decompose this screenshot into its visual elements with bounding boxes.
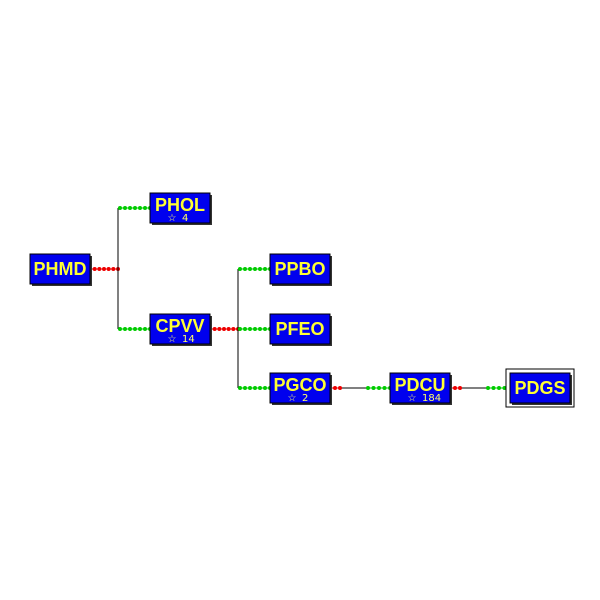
expand-handle-pdcu[interactable] — [366, 386, 392, 390]
node-pgco[interactable]: PGCO☆2 — [269, 372, 332, 405]
node-box — [389, 372, 451, 404]
node-count-value: 184 — [422, 393, 441, 404]
node-pdcu[interactable]: PDCU☆ 184 — [389, 372, 452, 405]
expand-handle-pfeo[interactable] — [238, 327, 272, 331]
star-icon: ☆ — [168, 334, 177, 345]
collapse-handle-cpvv[interactable] — [208, 327, 240, 331]
node-box — [269, 372, 331, 404]
node-phmd[interactable]: PHMD — [29, 253, 92, 286]
node-box — [269, 313, 331, 345]
node-label: PFEO — [275, 319, 324, 339]
node-label: PDGS — [514, 378, 565, 398]
node-label: PHOL — [155, 195, 205, 215]
node-cpvv[interactable]: CPVV☆ 14 — [149, 313, 212, 346]
expand-handle-cpvv[interactable] — [118, 327, 152, 331]
node-ppbo[interactable]: PPBO — [269, 253, 332, 286]
node-count: ☆2 — [288, 393, 309, 404]
expand-handle-ppbo[interactable] — [238, 267, 272, 271]
node-label: PHMD — [34, 259, 87, 279]
node-box — [269, 253, 331, 285]
node-count-value: 4 — [182, 213, 188, 224]
node-count-value: 14 — [182, 334, 195, 345]
node-count: ☆ 184 — [408, 393, 442, 404]
node-count: ☆ 14 — [168, 334, 195, 345]
star-icon: ☆ — [288, 393, 297, 404]
node-label: PGCO — [273, 375, 326, 395]
connector-layer — [88, 206, 512, 390]
node-box — [29, 253, 91, 285]
node-label: CPVV — [155, 316, 204, 336]
collapse-handle-phmd[interactable] — [88, 267, 120, 271]
star-icon: ☆ — [408, 393, 417, 404]
node-box — [149, 192, 211, 224]
expand-handle-phol[interactable] — [118, 206, 152, 210]
node-label: PPBO — [274, 259, 325, 279]
star-icon: ☆ — [168, 213, 177, 224]
node-count-value: 2 — [302, 393, 308, 404]
node-box — [149, 313, 211, 345]
node-pdgs[interactable]: PDGS — [505, 368, 575, 408]
node-phol[interactable]: PHOL☆4 — [149, 192, 212, 225]
node-pfeo[interactable]: PFEO — [269, 313, 332, 346]
node-count: ☆4 — [168, 213, 189, 224]
expand-handle-pgco[interactable] — [238, 386, 272, 390]
node-box — [509, 372, 571, 404]
node-layer: PHMDPHOL☆4CPVV☆14PPBOPFEOPGCO☆2PDCU☆184P… — [29, 192, 575, 408]
node-label: PDCU — [394, 375, 445, 395]
